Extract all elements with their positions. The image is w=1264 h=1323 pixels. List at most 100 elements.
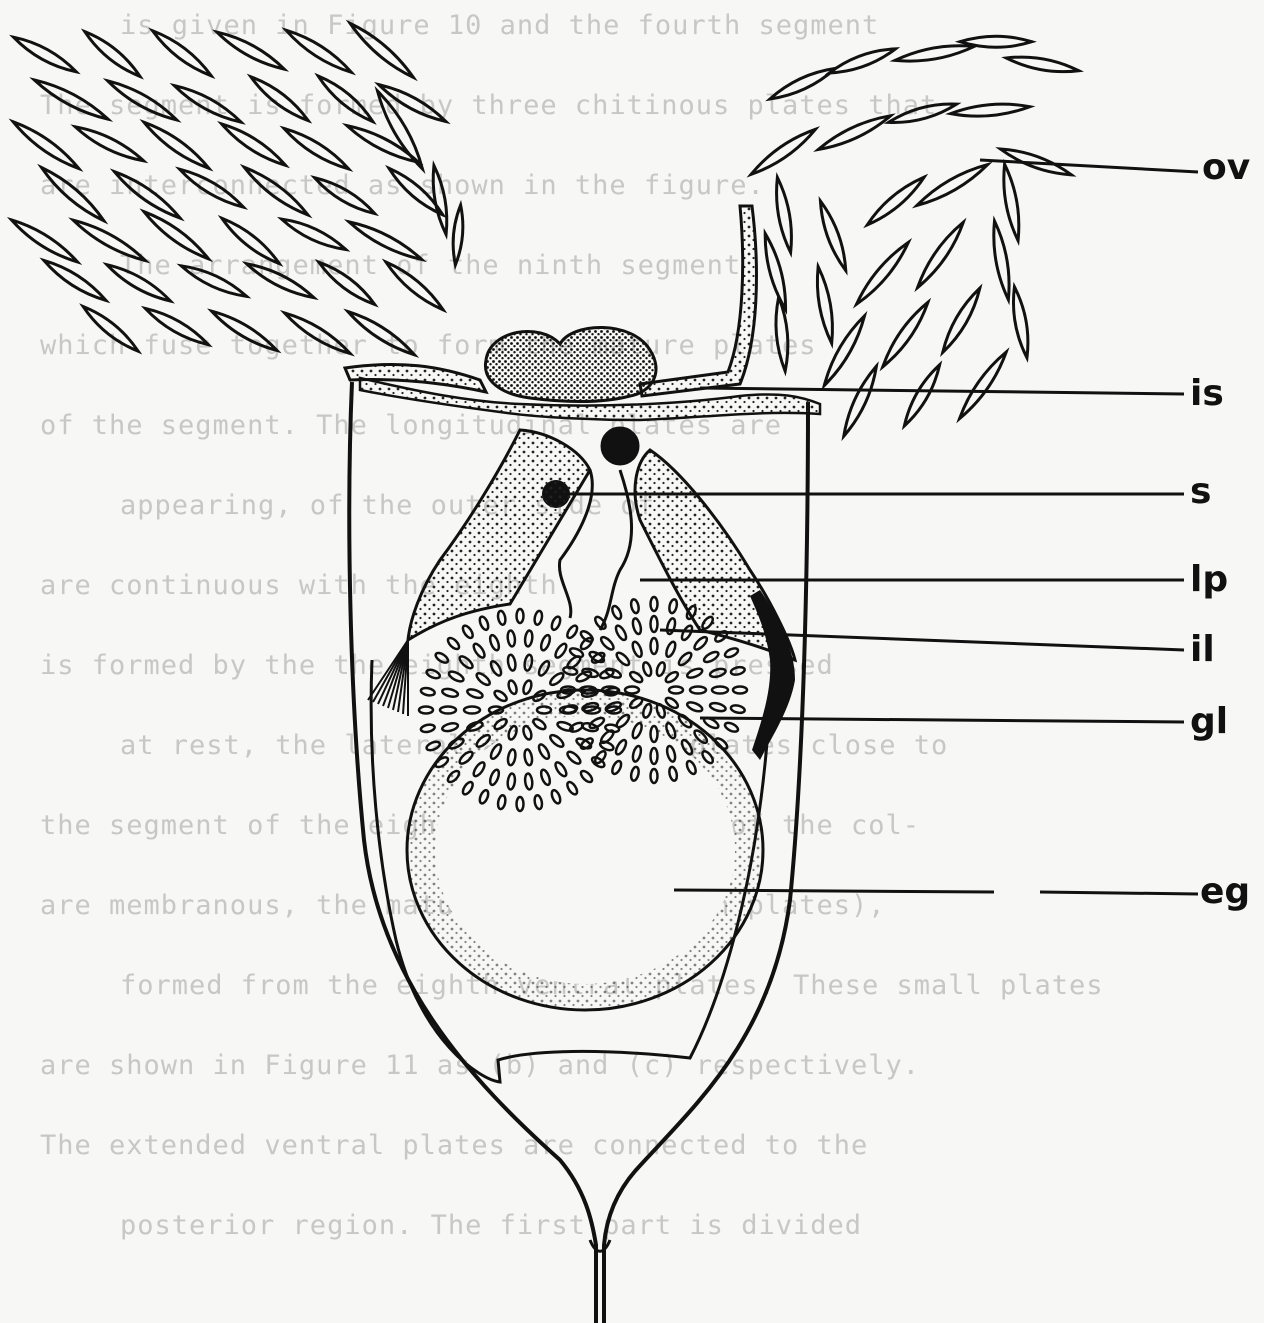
egg bbox=[951, 104, 1030, 116]
spermatheca-lobes bbox=[485, 327, 656, 401]
gland-lobule bbox=[625, 687, 639, 694]
egg bbox=[943, 288, 980, 352]
label-lp: lp bbox=[1190, 562, 1228, 598]
egg bbox=[12, 220, 78, 262]
gland-lobule bbox=[522, 679, 533, 694]
egg bbox=[817, 267, 832, 344]
leader-eg-b bbox=[1040, 892, 1198, 894]
label-gl: gl bbox=[1190, 704, 1228, 740]
egg bbox=[889, 104, 957, 122]
gland-lobule bbox=[611, 605, 623, 621]
gland-lobule bbox=[478, 615, 490, 631]
gland-lobule bbox=[420, 687, 435, 697]
egg bbox=[85, 32, 140, 77]
gland-lobule bbox=[523, 654, 533, 671]
right-ovary-eggs bbox=[751, 36, 1079, 436]
egg bbox=[181, 266, 247, 297]
gland-lobule bbox=[686, 701, 703, 714]
egg bbox=[349, 222, 422, 260]
gland-lobule bbox=[419, 707, 433, 714]
gland-lobule bbox=[475, 671, 492, 687]
egg bbox=[315, 178, 375, 214]
gland-lobule bbox=[709, 702, 726, 713]
gland-lobule bbox=[464, 707, 480, 714]
label-il: il bbox=[1190, 632, 1215, 668]
egg bbox=[286, 30, 351, 72]
gland-lobule bbox=[668, 599, 678, 614]
gland-lobule bbox=[548, 671, 565, 687]
egg bbox=[1013, 287, 1027, 358]
egg bbox=[284, 313, 350, 354]
gland-lobule bbox=[686, 667, 703, 680]
gland-lobule bbox=[615, 651, 631, 667]
gland-lobule bbox=[666, 618, 677, 635]
gland-lobule bbox=[447, 670, 464, 684]
egg bbox=[994, 221, 1009, 300]
gland-lobule bbox=[420, 723, 435, 733]
gland-lobule bbox=[730, 704, 745, 714]
gland-lobule bbox=[664, 670, 679, 684]
gland-lobule bbox=[434, 651, 450, 665]
gland-lobule bbox=[631, 641, 644, 658]
gland-lobule bbox=[458, 654, 475, 670]
gland-lobule bbox=[733, 687, 747, 694]
gland-lobule bbox=[497, 610, 507, 625]
egg bbox=[433, 166, 447, 235]
egg bbox=[153, 31, 212, 76]
gland-lobule bbox=[488, 634, 500, 651]
egg bbox=[13, 122, 79, 169]
egg bbox=[770, 68, 836, 99]
setae-fan bbox=[368, 640, 408, 716]
egg bbox=[222, 218, 279, 263]
gland-lobule bbox=[651, 597, 658, 611]
egg-body-inner bbox=[435, 716, 735, 984]
egg bbox=[867, 177, 924, 225]
egg bbox=[917, 165, 988, 206]
gland-lobule bbox=[651, 638, 658, 654]
gland-lobule bbox=[680, 624, 694, 641]
gland-lobule bbox=[703, 650, 720, 664]
label-s: s bbox=[1190, 474, 1211, 510]
egg bbox=[904, 365, 939, 426]
gland-lobule bbox=[628, 670, 643, 684]
gland-lobule bbox=[539, 634, 551, 651]
egg bbox=[244, 167, 308, 215]
spermatheca-duct-ring bbox=[602, 428, 638, 464]
egg bbox=[348, 312, 414, 355]
egg bbox=[14, 37, 77, 72]
gland-lobule bbox=[630, 599, 640, 614]
label-eg: eg bbox=[1200, 874, 1250, 910]
gland-lobule bbox=[441, 687, 458, 698]
egg bbox=[284, 128, 349, 168]
gland-lobule bbox=[709, 667, 726, 678]
gland-lobule bbox=[440, 707, 456, 714]
egg bbox=[73, 220, 145, 260]
egg bbox=[108, 81, 177, 120]
gland-lobule bbox=[441, 722, 458, 733]
egg bbox=[180, 169, 244, 207]
gland-lobule bbox=[425, 668, 441, 680]
egg bbox=[829, 49, 895, 73]
egg bbox=[820, 201, 845, 271]
gland-lobule bbox=[550, 615, 562, 631]
egg bbox=[246, 264, 314, 298]
egg bbox=[217, 32, 284, 69]
gland-lobule bbox=[489, 660, 503, 677]
gland-lobule bbox=[461, 624, 475, 640]
left-ovary-eggs bbox=[12, 23, 463, 354]
egg bbox=[765, 234, 785, 310]
egg bbox=[145, 308, 208, 344]
egg bbox=[960, 352, 1007, 419]
egg bbox=[386, 262, 443, 310]
gland-lobule bbox=[493, 689, 508, 703]
gland-lobule bbox=[693, 635, 709, 651]
egg bbox=[818, 116, 890, 150]
gland-lobule bbox=[507, 679, 518, 694]
egg bbox=[751, 129, 815, 174]
gland-lobule bbox=[631, 618, 642, 635]
gland-lobule bbox=[724, 647, 740, 659]
leader-ov bbox=[980, 160, 1198, 172]
egg bbox=[895, 46, 974, 61]
